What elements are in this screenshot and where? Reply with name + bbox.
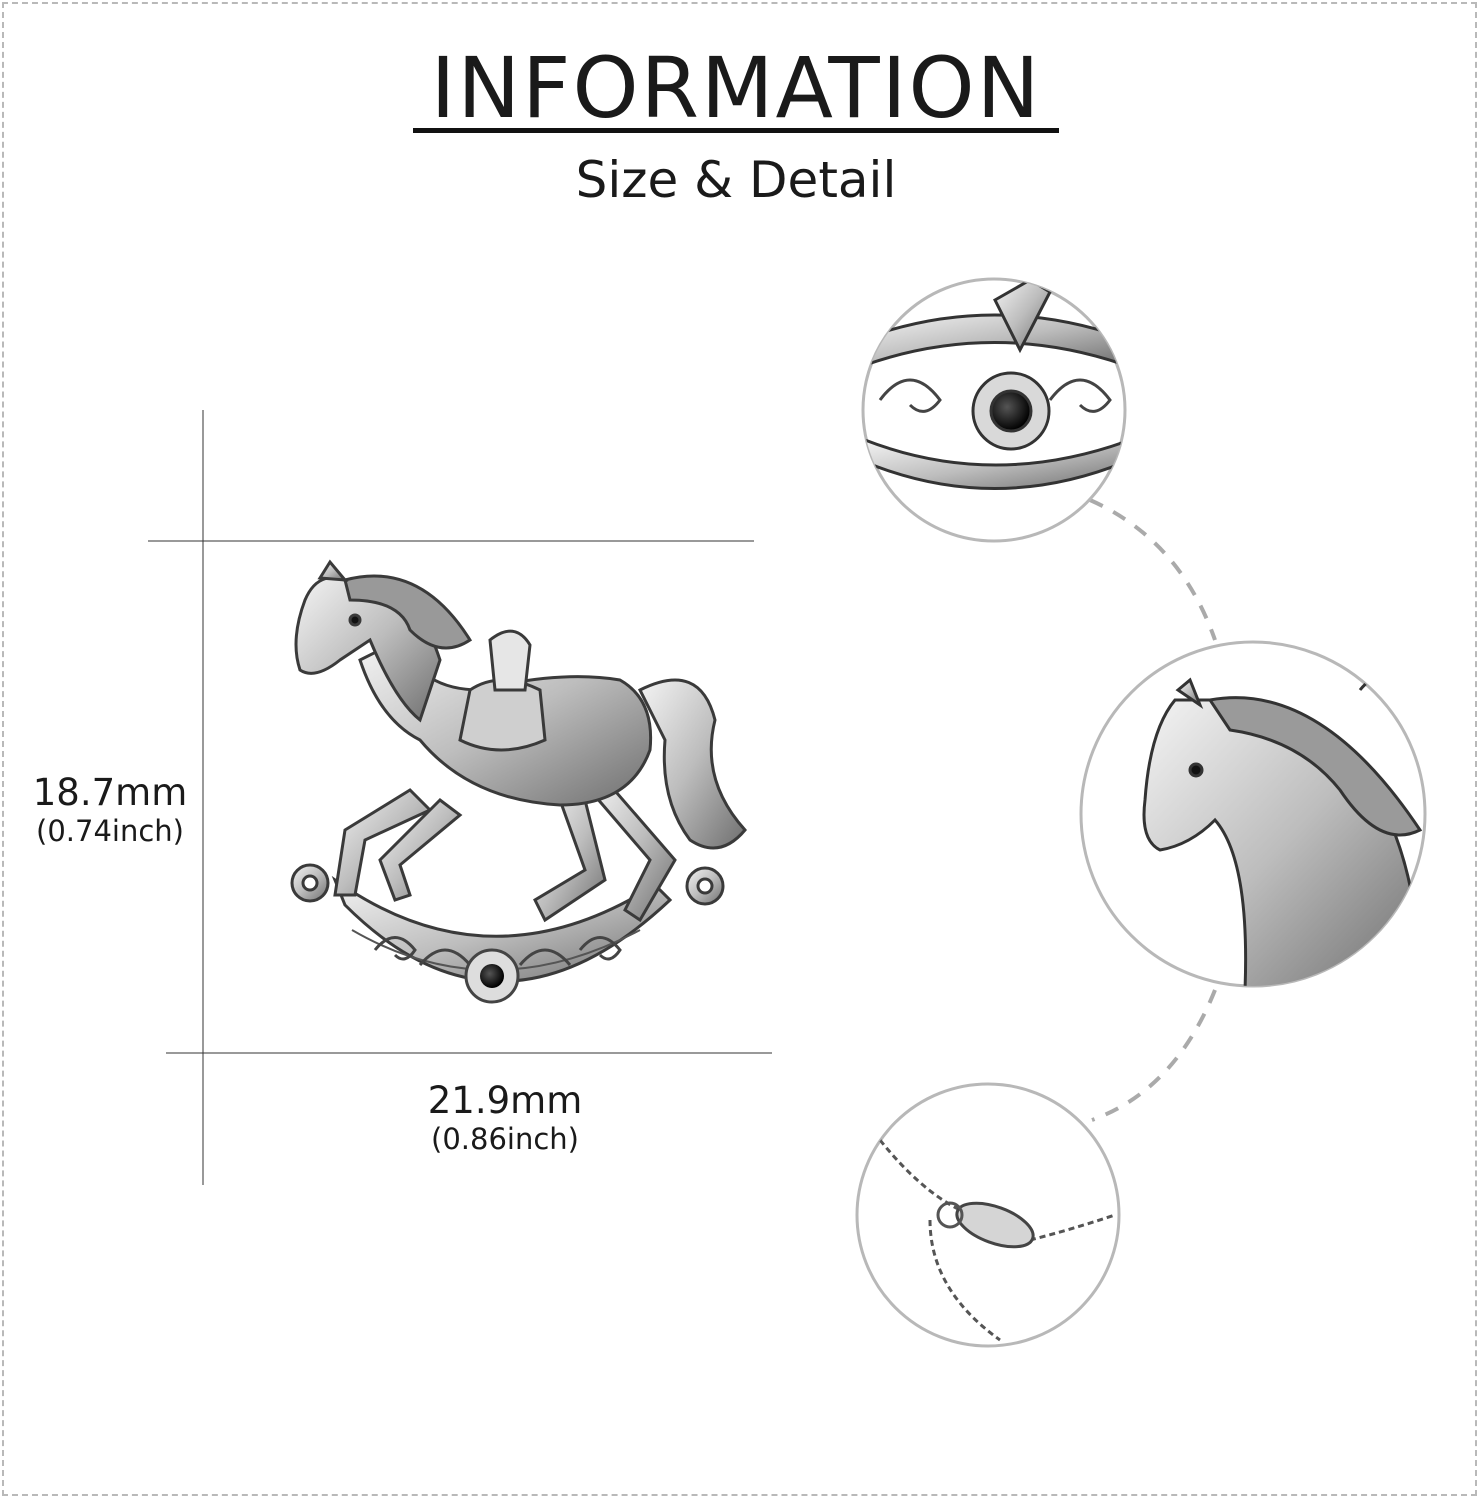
width-inch: (0.86inch): [431, 1122, 579, 1156]
detail-circle-horse-head: [1079, 640, 1427, 988]
width-dimension: 21.9mm (0.86inch): [405, 1079, 605, 1157]
height-mm: 18.7mm: [32, 771, 188, 814]
rocking-horse-pendant: [290, 559, 747, 983]
dimension-lines: [148, 410, 772, 1185]
connector-arc: [1089, 498, 1217, 641]
page-subtitle: Size & Detail: [575, 151, 897, 209]
height-inch: (0.74inch): [36, 814, 184, 848]
detail-circle-gemstone: [861, 277, 1127, 543]
title-underline: [413, 128, 1059, 133]
black-gemstone: [464, 948, 520, 1004]
page-title: INFORMATION: [430, 39, 1042, 137]
height-dimension: 18.7mm (0.74inch): [20, 771, 200, 849]
detail-circle-chain-clasp: [855, 1082, 1121, 1348]
width-mm: 21.9mm: [427, 1079, 583, 1122]
connector-arc: [1091, 989, 1217, 1122]
rocker-base: [331, 875, 673, 983]
